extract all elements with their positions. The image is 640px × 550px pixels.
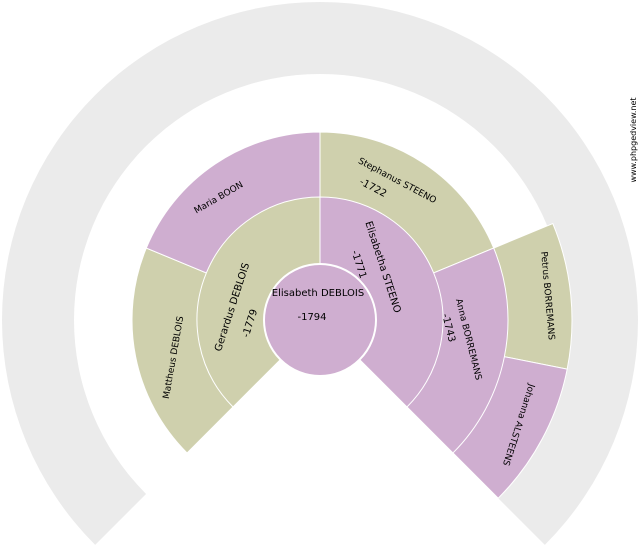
person-segment-root[interactable] <box>263 263 377 377</box>
root-name: Elisabeth DEBLOIS <box>272 288 364 299</box>
root-dates: -1794 <box>297 312 326 323</box>
watermark-text: www.phpgedview.net <box>629 97 638 182</box>
